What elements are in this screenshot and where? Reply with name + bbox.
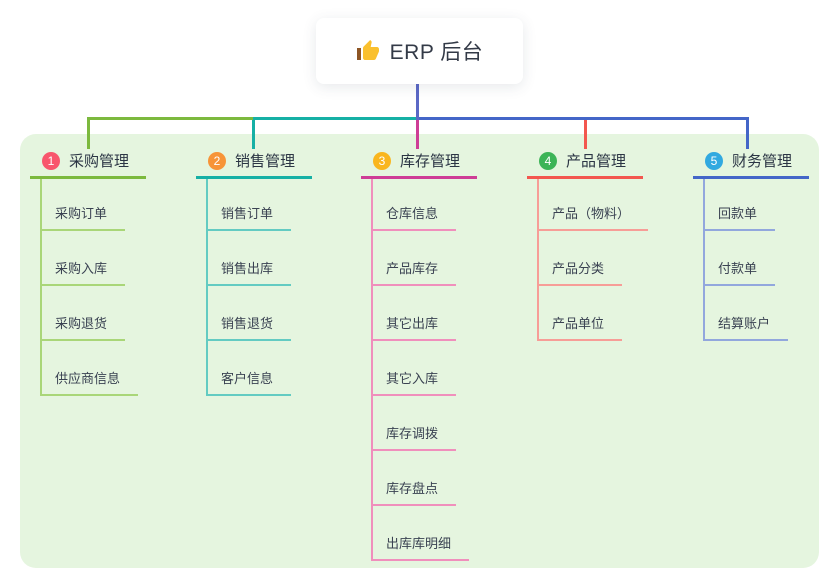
diagram-background-panel xyxy=(20,134,819,568)
branch-label-product: 产品管理 xyxy=(566,153,627,170)
root-node-erp[interactable]: ERP 后台 xyxy=(316,18,523,84)
badge-2: 2 xyxy=(208,151,226,170)
child-item-sales-order[interactable]: 销售订单 xyxy=(206,201,292,231)
child-item-supplier-info[interactable]: 供应商信息 xyxy=(40,366,139,396)
branch-childline-inventory xyxy=(371,179,373,561)
connector-drop-procurement xyxy=(87,117,90,149)
child-item-stock-count[interactable]: 库存盘点 xyxy=(371,476,457,506)
root-node-label: ERP 后台 xyxy=(389,41,484,64)
child-item-warehouse-info[interactable]: 仓库信息 xyxy=(371,201,457,231)
child-item-product-category[interactable]: 产品分类 xyxy=(537,256,623,286)
branch-label-sales: 销售管理 xyxy=(235,153,296,170)
badge-5: 5 xyxy=(705,151,723,170)
connector-bus-finance xyxy=(418,117,749,120)
child-item-receipt-order[interactable]: 回款单 xyxy=(703,201,776,231)
connector-root-line xyxy=(416,84,419,120)
badge-3: 3 xyxy=(373,151,391,170)
badge-1: 1 xyxy=(42,151,60,170)
child-item-settlement-account[interactable]: 结算账户 xyxy=(703,311,789,341)
child-item-stock-transfer[interactable]: 库存调拨 xyxy=(371,421,457,451)
branch-label-inventory: 库存管理 xyxy=(400,153,461,170)
child-item-outbound-detail[interactable]: 出库库明细 xyxy=(371,531,470,561)
thumbs-up-icon xyxy=(356,39,380,63)
branch-childline-procurement xyxy=(40,179,42,396)
branch-label-finance: 财务管理 xyxy=(732,153,793,170)
child-item-payment-order[interactable]: 付款单 xyxy=(703,256,776,286)
branch-header-procurement[interactable]: 1 采购管理 xyxy=(30,148,147,179)
branch-label-procurement: 采购管理 xyxy=(69,153,130,170)
branch-childline-finance xyxy=(703,179,705,341)
connector-drop-finance xyxy=(746,117,749,149)
connector-bus-sales xyxy=(253,117,419,120)
child-item-sales-return[interactable]: 销售退货 xyxy=(206,311,292,341)
branch-childline-product xyxy=(537,179,539,341)
child-item-other-outbound[interactable]: 其它出库 xyxy=(371,311,457,341)
branch-header-product[interactable]: 4 产品管理 xyxy=(527,148,644,179)
child-item-product-material[interactable]: 产品（物料） xyxy=(537,201,649,231)
child-item-purchase-return[interactable]: 采购退货 xyxy=(40,311,126,341)
child-item-customer-info[interactable]: 客户信息 xyxy=(206,366,292,396)
child-item-product-stock[interactable]: 产品库存 xyxy=(371,256,457,286)
child-item-sales-outbound[interactable]: 销售出库 xyxy=(206,256,292,286)
badge-4: 4 xyxy=(539,151,557,170)
branch-childline-sales xyxy=(206,179,208,396)
branch-header-finance[interactable]: 5 财务管理 xyxy=(693,148,810,179)
branch-header-sales[interactable]: 2 销售管理 xyxy=(196,148,313,179)
connector-drop-product xyxy=(584,117,587,149)
connector-bus-procurement xyxy=(87,117,254,120)
child-item-product-unit[interactable]: 产品单位 xyxy=(537,311,623,341)
connector-drop-inventory xyxy=(416,117,419,149)
child-item-purchase-inbound[interactable]: 采购入库 xyxy=(40,256,126,286)
connector-drop-sales xyxy=(252,117,255,149)
child-item-other-inbound[interactable]: 其它入库 xyxy=(371,366,457,396)
branch-header-inventory[interactable]: 3 库存管理 xyxy=(361,148,478,179)
child-item-purchase-order[interactable]: 采购订单 xyxy=(40,201,126,231)
